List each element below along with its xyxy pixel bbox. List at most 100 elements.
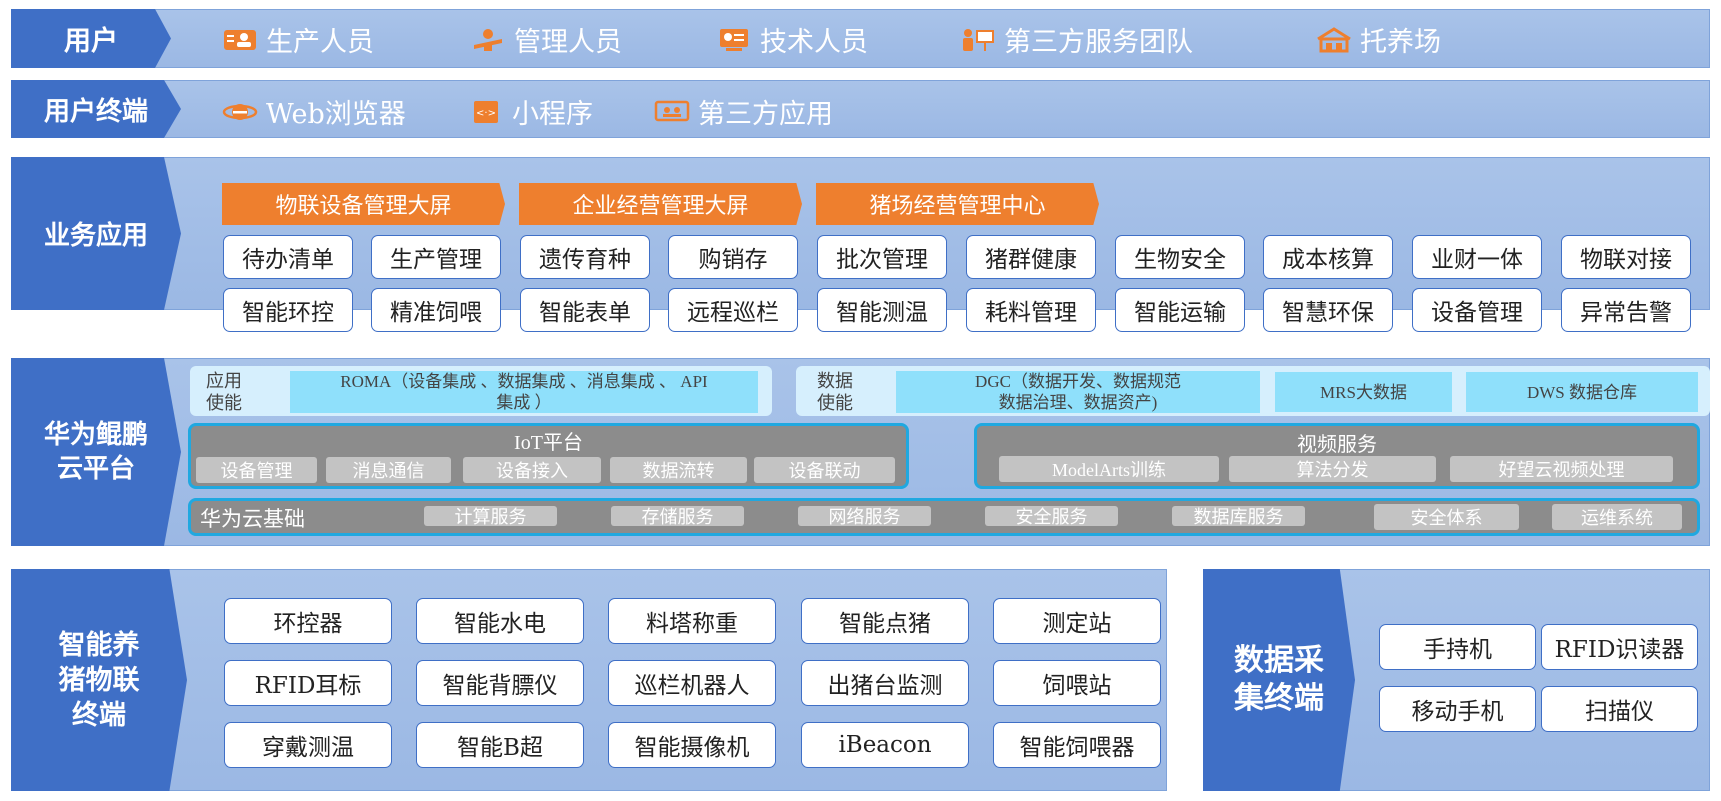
biz-box: 生物安全 xyxy=(1115,235,1245,279)
biz-box: 批次管理 xyxy=(817,235,947,279)
third-party-app-icon xyxy=(654,99,690,125)
cloud-base-item: 安全服务 xyxy=(985,506,1118,527)
video-item: ModelArts训练 xyxy=(999,456,1219,482)
data-collect-box: 手持机 xyxy=(1379,624,1536,670)
biz-box: 异常告警 xyxy=(1561,288,1691,332)
iot-terminal-box: 智能点猪 xyxy=(801,598,969,644)
cloud-label-line2: 云平台 xyxy=(56,454,135,484)
biz-box: 远程巡栏 xyxy=(668,288,798,332)
app-enable-label-line2: 使能 xyxy=(206,393,242,413)
biz-box: 待办清单 xyxy=(223,235,353,279)
third-party-team-icon xyxy=(960,27,996,53)
app-enable-label-line1: 应用 xyxy=(206,371,242,391)
production-staff-icon xyxy=(222,27,258,53)
iot-item: 消息通信 xyxy=(326,457,451,483)
biz-box: 智慧环保 xyxy=(1263,288,1393,332)
biz-box: 智能运输 xyxy=(1115,288,1245,332)
manager-icon xyxy=(470,27,506,53)
terminals-row-label: 用户终端 xyxy=(11,80,181,138)
users-row-label: 用户 xyxy=(11,9,171,68)
users-row xyxy=(11,9,1710,68)
users-item-label: 第三方服务团队 xyxy=(1004,27,1193,58)
users-item-label: 托养场 xyxy=(1360,27,1441,58)
iot-terminal-box: 智能背膘仪 xyxy=(416,660,584,706)
data-enable-label-line1: 数据 xyxy=(817,371,853,391)
iot-terminal-box: RFID耳标 xyxy=(224,660,392,706)
technician-icon xyxy=(716,27,752,53)
biz-box: 物联对接 xyxy=(1561,235,1691,279)
dws-box: DWS 数据仓库 xyxy=(1466,372,1698,412)
iot-terminals-label: 智能养 猪物联 终端 xyxy=(11,569,187,791)
cloud-row-label: 华为鲲鹏 云平台 xyxy=(11,358,181,546)
iot-terminal-box: 智能B超 xyxy=(416,722,584,768)
users-item-production: 生产人员 xyxy=(222,20,374,59)
iot-terminal-box: 智能摄像机 xyxy=(608,722,776,768)
users-item-technician: 技术人员 xyxy=(716,20,868,59)
cloud-label-line1: 华为鲲鹏 xyxy=(43,420,148,450)
app-enable-label: 应用 使能 xyxy=(206,370,242,414)
video-item: 好望云视频处理 xyxy=(1450,456,1673,482)
video-service-title: 视频服务 xyxy=(1297,434,1377,456)
biz-box: 设备管理 xyxy=(1412,288,1542,332)
iot-item: 数据流转 xyxy=(610,457,747,483)
iot-item: 设备联动 xyxy=(754,457,895,483)
roma-box: ROMA（设备集成 、数据集成 、消息集成 、 API 集成 ） xyxy=(290,371,758,413)
business-row-label: 业务应用 xyxy=(11,157,181,310)
terminal-item-mini-program: <·> 小程序 xyxy=(468,92,593,131)
iot-terminal-box: 穿戴测温 xyxy=(224,722,392,768)
users-item-label: 技术人员 xyxy=(760,27,868,58)
terminal-item-label: 第三方应用 xyxy=(698,99,833,130)
cloud-base-title: 华为云基础 xyxy=(200,507,305,531)
iot-terminals-panel xyxy=(11,569,1167,791)
roma-line2: 集成 ） xyxy=(496,393,552,412)
iot-terminal-box: 出猪台监测 xyxy=(801,660,969,706)
data-collect-label-line2: 集终端 xyxy=(1234,681,1324,716)
svg-text:<·>: <·> xyxy=(476,108,496,119)
screen-pig-farm-center: 猪场经营管理中心 xyxy=(816,183,1099,225)
cloud-base-item: 运维系统 xyxy=(1552,504,1682,530)
video-item: 算法分发 xyxy=(1229,456,1436,482)
iot-terminals-label-line1: 智能养 xyxy=(58,629,140,661)
users-item-third-party-team: 第三方服务团队 xyxy=(960,20,1193,59)
iot-terminals-label-line3: 终端 xyxy=(72,699,126,731)
iot-item: 设备管理 xyxy=(196,457,317,483)
data-enable-label: 数据 使能 xyxy=(817,370,853,414)
cloud-base-item: 计算服务 xyxy=(424,506,557,527)
users-item-label: 管理人员 xyxy=(514,27,622,58)
roma-line1: ROMA（设备集成 、数据集成 、消息集成 、 API xyxy=(340,372,708,391)
iot-terminal-box: 测定站 xyxy=(993,598,1161,644)
iot-terminal-box: iBeacon xyxy=(801,722,969,768)
biz-box: 遗传育种 xyxy=(520,235,650,279)
biz-box: 耗料管理 xyxy=(966,288,1096,332)
users-item-farm: 托养场 xyxy=(1316,20,1441,59)
cloud-base-item: 数据库服务 xyxy=(1172,506,1305,527)
biz-box: 成本核算 xyxy=(1263,235,1393,279)
mini-program-icon: <·> xyxy=(468,99,504,125)
iot-item: 设备接入 xyxy=(463,457,601,483)
biz-box: 购销存 xyxy=(668,235,798,279)
biz-box: 业财一体 xyxy=(1412,235,1542,279)
iot-terminal-box: 智能水电 xyxy=(416,598,584,644)
web-browser-icon xyxy=(222,99,258,125)
iot-terminal-box: 智能饲喂器 xyxy=(993,722,1161,768)
dgc-box: DGC（数据开发、数据规范 数据治理、数据资产) xyxy=(896,371,1260,413)
data-collect-label: 数据采 集终端 xyxy=(1203,569,1355,791)
cloud-base-item: 网络服务 xyxy=(798,506,931,527)
biz-box: 猪群健康 xyxy=(966,235,1096,279)
biz-box: 精准饲喂 xyxy=(371,288,501,332)
iot-terminal-box: 料塔称重 xyxy=(608,598,776,644)
farm-icon xyxy=(1316,26,1352,53)
data-collect-box: RFID识读器 xyxy=(1541,624,1698,670)
iot-terminals-label-line2: 猪物联 xyxy=(58,664,140,696)
cloud-base-item: 存储服务 xyxy=(611,506,744,527)
iot-terminal-box: 环控器 xyxy=(224,598,392,644)
iot-terminal-box: 巡栏机器人 xyxy=(608,660,776,706)
terminal-item-label: 小程序 xyxy=(512,99,593,130)
mrs-box: MRS大数据 xyxy=(1275,372,1452,412)
screen-enterprise-operation: 企业经营管理大屏 xyxy=(519,183,802,225)
biz-box: 智能表单 xyxy=(520,288,650,332)
dgc-line1: DGC（数据开发、数据规范 xyxy=(975,372,1181,391)
terminal-item-web: Web浏览器 xyxy=(222,92,406,131)
screen-iot-device: 物联设备管理大屏 xyxy=(222,183,505,225)
biz-box: 智能环控 xyxy=(223,288,353,332)
